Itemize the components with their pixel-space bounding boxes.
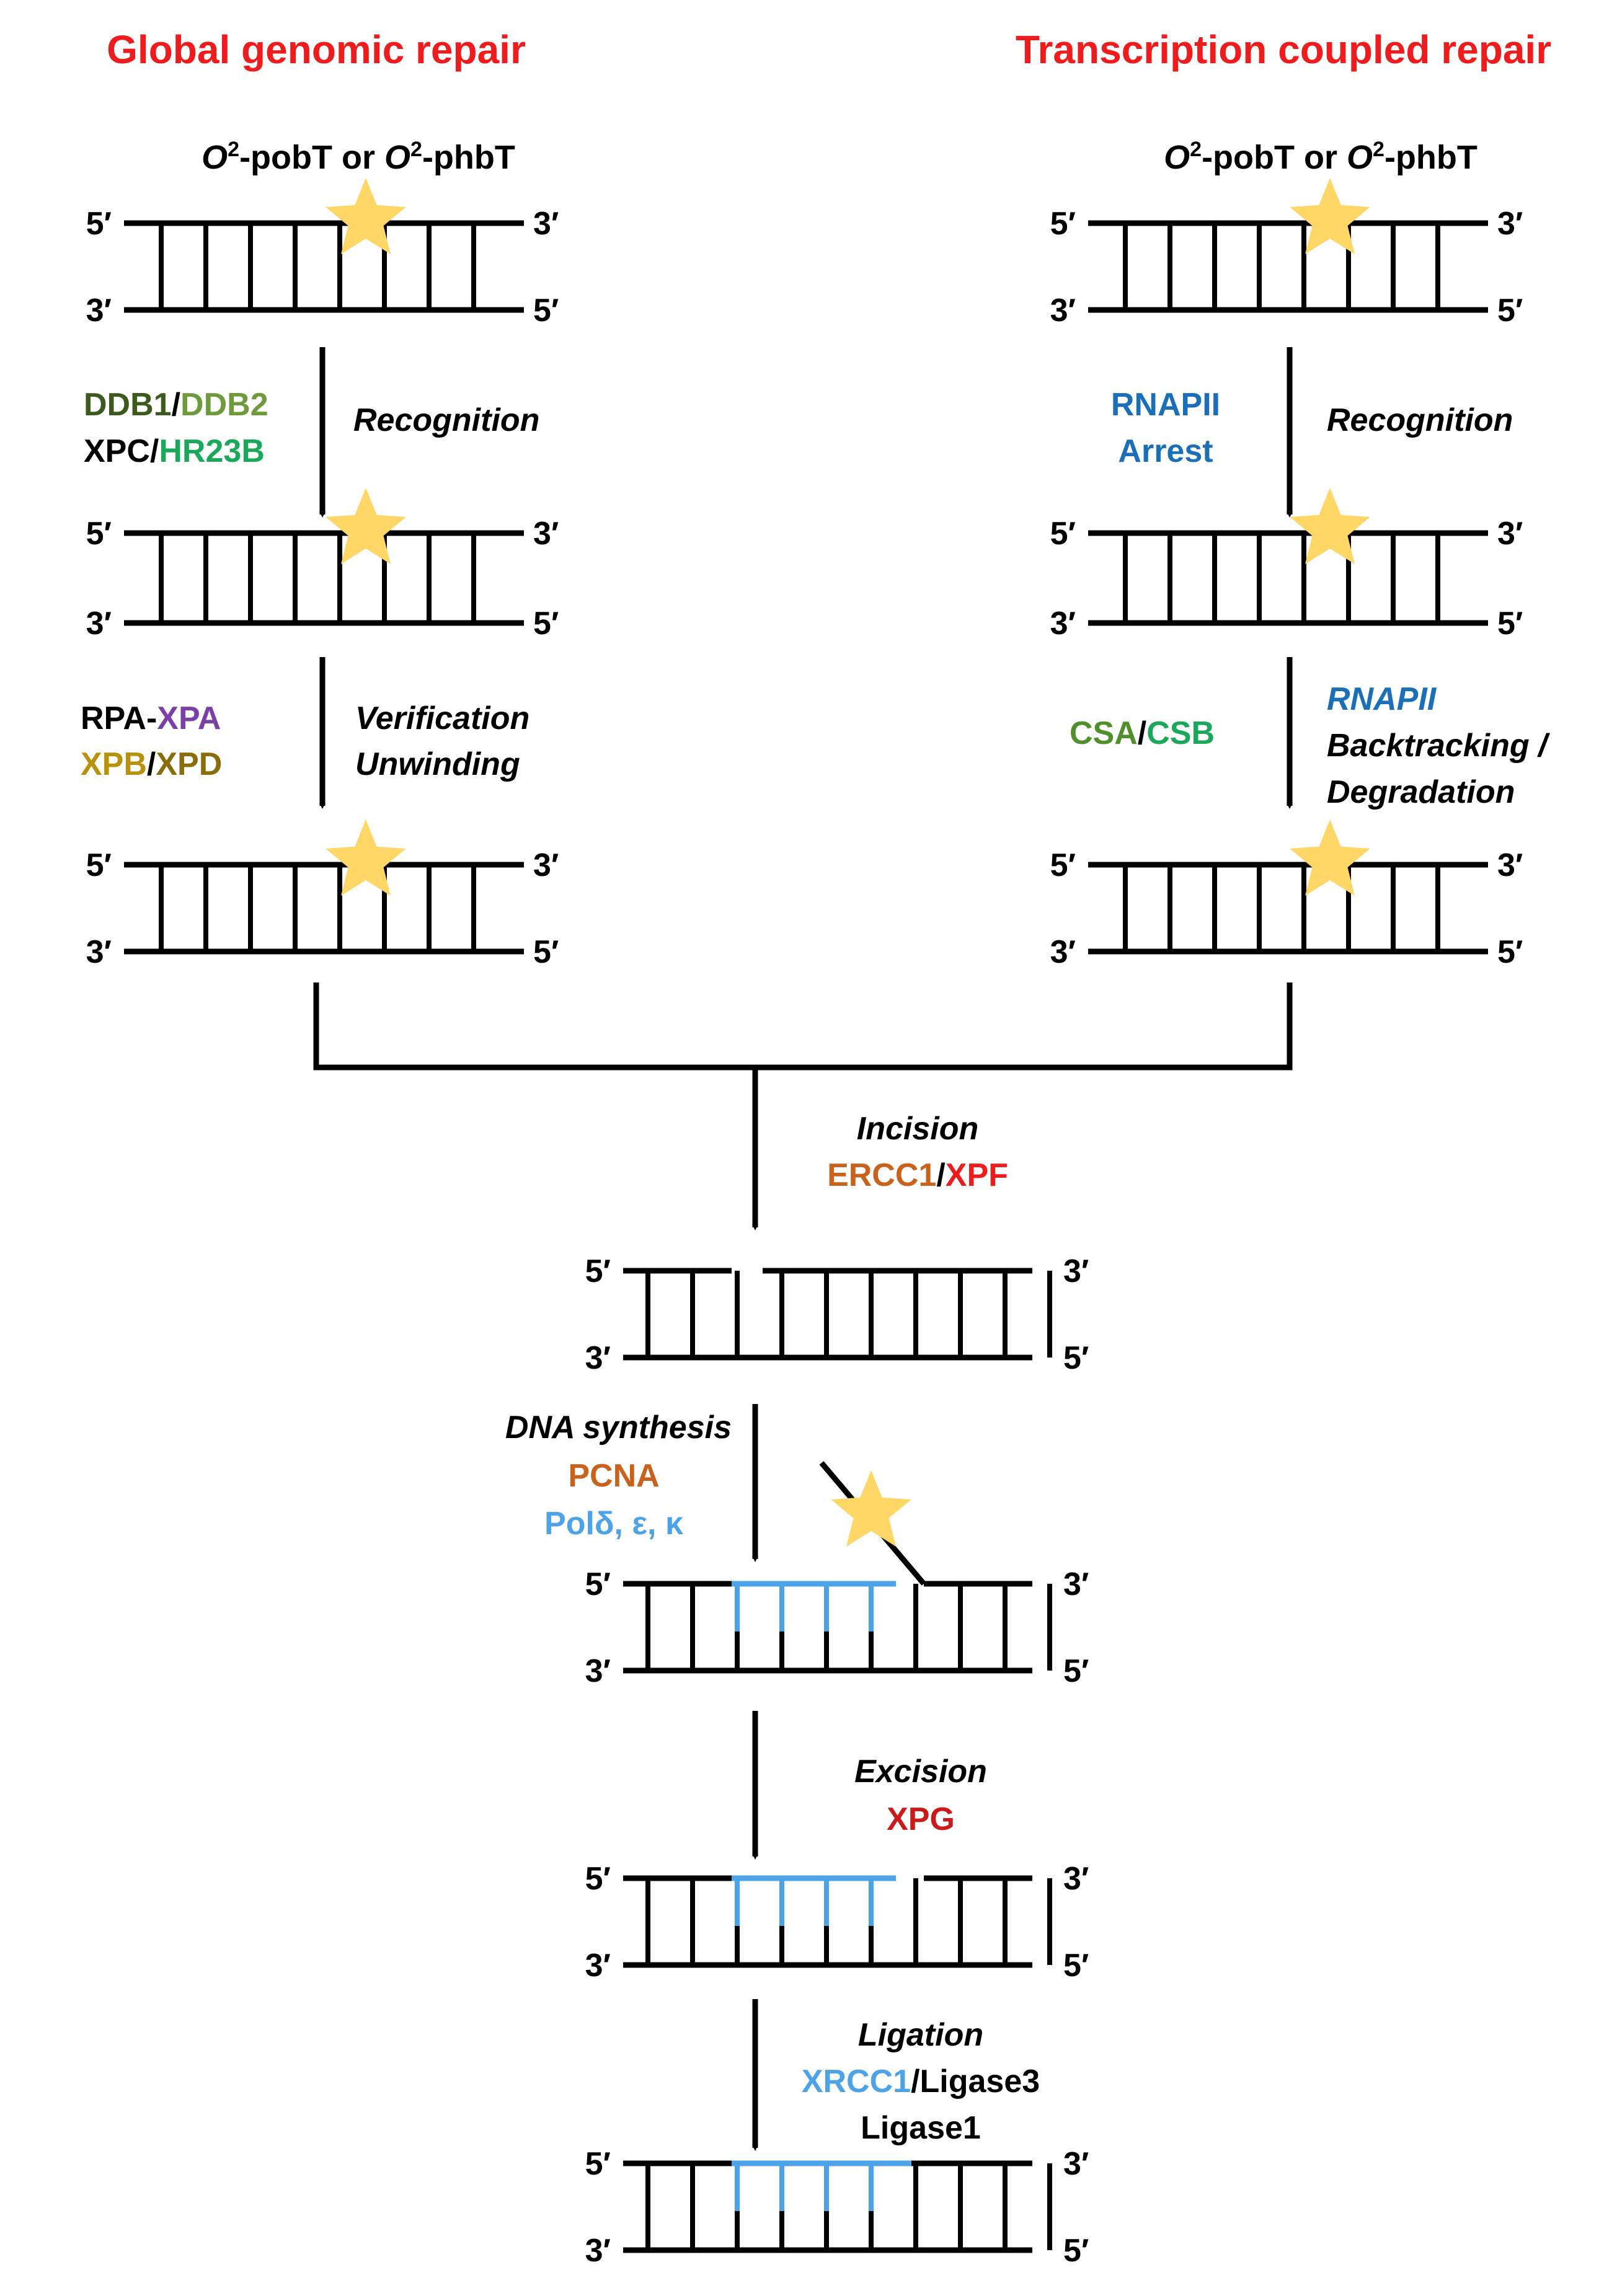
lesion-star-icon [326, 819, 406, 896]
three-prime-end-label: 3′ [585, 2233, 611, 2269]
dna-duplex-incised: 5′ 3′ 3′ 5′ [585, 1253, 1089, 1376]
substrate-label-left: O2-pobT or O2-phbT [202, 138, 515, 176]
incision-proteins: ERCC1/XPF [827, 1157, 1008, 1193]
three-prime-end-label: 3′ [585, 1948, 611, 1984]
excision-xpg: XPG [887, 1801, 955, 1837]
three-prime-end-label: 3′ [1497, 847, 1523, 883]
dna-duplex-ggr-1: 5′ 3′ 3′ 5′ [86, 178, 559, 329]
lesion-star-icon [1290, 178, 1370, 254]
title-global-genomic-repair: Global genomic repair [107, 27, 526, 72]
five-prime-end-label: 5′ [533, 606, 559, 642]
three-prime-end-label: 3′ [86, 934, 112, 970]
three-prime-end-label: 3′ [1050, 293, 1076, 329]
tcr-arrest: Arrest [1118, 433, 1213, 469]
label-ligation: Ligation [858, 2017, 983, 2053]
five-prime-end-label: 5′ [585, 1566, 611, 1602]
five-prime-end-label: 5′ [1497, 934, 1523, 970]
ggr-xpc-proteins: XPC/HR23B [84, 433, 265, 469]
five-prime-end-label: 5′ [86, 847, 112, 883]
label-dna-synthesis: DNA synthesis [505, 1410, 732, 1446]
five-prime-end-label: 5′ [1063, 1653, 1089, 1689]
three-prime-end-label: 3′ [1063, 1253, 1089, 1289]
three-prime-end-label: 3′ [1063, 2146, 1089, 2182]
three-prime-end-label: 3′ [1497, 206, 1523, 242]
dna-duplex-tcr-1: 5′ 3′ 3′ 5′ [1050, 178, 1523, 329]
ligation-ligase1: Ligase1 [861, 2110, 981, 2146]
five-prime-end-label: 5′ [585, 1253, 611, 1289]
lesion-star-icon [326, 178, 406, 254]
substrate-label-right: O2-pobT or O2-phbT [1164, 138, 1477, 176]
three-prime-end-label: 3′ [533, 847, 559, 883]
five-prime-end-label: 5′ [585, 2146, 611, 2182]
five-prime-end-label: 5′ [86, 206, 112, 242]
three-prime-end-label: 3′ [533, 516, 559, 552]
five-prime-end-label: 5′ [533, 293, 559, 329]
merge-bracket [313, 982, 1293, 1071]
five-prime-end-label: 5′ [1063, 2233, 1089, 2269]
three-prime-end-label: 3′ [1050, 934, 1076, 970]
five-prime-end-label: 5′ [1063, 1340, 1089, 1376]
dna-duplex-ligated: 5′ 3′ 3′ 5′ [585, 2146, 1089, 2269]
three-prime-end-label: 3′ [1063, 1566, 1089, 1602]
label-incision: Incision [857, 1111, 978, 1147]
tcr-rnapii: RNAPII [1111, 387, 1220, 423]
dna-duplex-ggr-3: 5′ 3′ 3′ 5′ [86, 819, 559, 970]
label-tcr-degradation: Degradation [1327, 774, 1515, 810]
five-prime-end-label: 5′ [86, 516, 112, 552]
lesion-star-icon [1290, 819, 1370, 896]
label-ggr-recognition: Recognition [353, 402, 539, 438]
ligation-xrcc1-ligase3: XRCC1/Ligase3 [802, 2064, 1040, 2100]
five-prime-end-label: 5′ [533, 934, 559, 970]
synthesis-pcna: PCNA [568, 1458, 659, 1494]
five-prime-end-label: 5′ [585, 1861, 611, 1897]
lesion-star-icon [1290, 488, 1370, 564]
label-tcr-rnapii: RNAPII [1327, 681, 1437, 717]
three-prime-end-label: 3′ [1063, 1861, 1089, 1897]
tcr-csa-csb: CSA/CSB [1070, 715, 1215, 751]
dna-duplex-ggr-2: 5′ 3′ 3′ 5′ [86, 488, 559, 642]
three-prime-end-label: 3′ [585, 1653, 611, 1689]
five-prime-end-label: 5′ [1050, 847, 1076, 883]
dna-duplex-tcr-2: 5′ 3′ 3′ 5′ [1050, 488, 1523, 642]
label-tcr-backtracking: Backtracking / [1327, 728, 1551, 764]
three-prime-end-label: 3′ [1050, 606, 1076, 642]
five-prime-end-label: 5′ [1063, 1948, 1089, 1984]
five-prime-end-label: 5′ [1497, 293, 1523, 329]
three-prime-end-label: 3′ [86, 606, 112, 642]
ggr-ddb-proteins: DDB1/DDB2 [84, 387, 268, 423]
title-transcription-coupled-repair: Transcription coupled repair [1016, 27, 1551, 72]
label-tcr-recognition: Recognition [1327, 402, 1513, 438]
label-excision: Excision [854, 1754, 987, 1790]
five-prime-end-label: 5′ [1497, 606, 1523, 642]
dna-duplex-tcr-3: 5′ 3′ 3′ 5′ [1050, 819, 1523, 970]
three-prime-end-label: 3′ [1497, 516, 1523, 552]
ggr-xpb-proteins: XPB/XPD [81, 746, 222, 782]
label-ggr-verification: Verification [355, 700, 529, 736]
three-prime-end-label: 3′ [533, 206, 559, 242]
synthesis-polymerases: Polδ, ε, κ [544, 1506, 683, 1542]
dna-duplex-synthesis: 5′ 3′ 3′ 5′ [585, 1461, 1089, 1689]
dna-layer: 5′3′3′5′5′3′3′5′5′3′3′5′5′3′3′5′5′3′3′5′… [86, 178, 1523, 2269]
label-ggr-unwinding: Unwinding [355, 746, 520, 782]
ggr-rpa-proteins: RPA-XPA [81, 700, 221, 736]
dna-duplex-excised: 5′ 3′ 3′ 5′ [585, 1861, 1089, 1984]
three-prime-end-label: 3′ [86, 293, 112, 329]
lesion-star-icon [831, 1470, 911, 1547]
five-prime-end-label: 5′ [1050, 516, 1076, 552]
lesion-star-icon [326, 488, 406, 564]
three-prime-end-label: 3′ [585, 1340, 611, 1376]
five-prime-end-label: 5′ [1050, 206, 1076, 242]
